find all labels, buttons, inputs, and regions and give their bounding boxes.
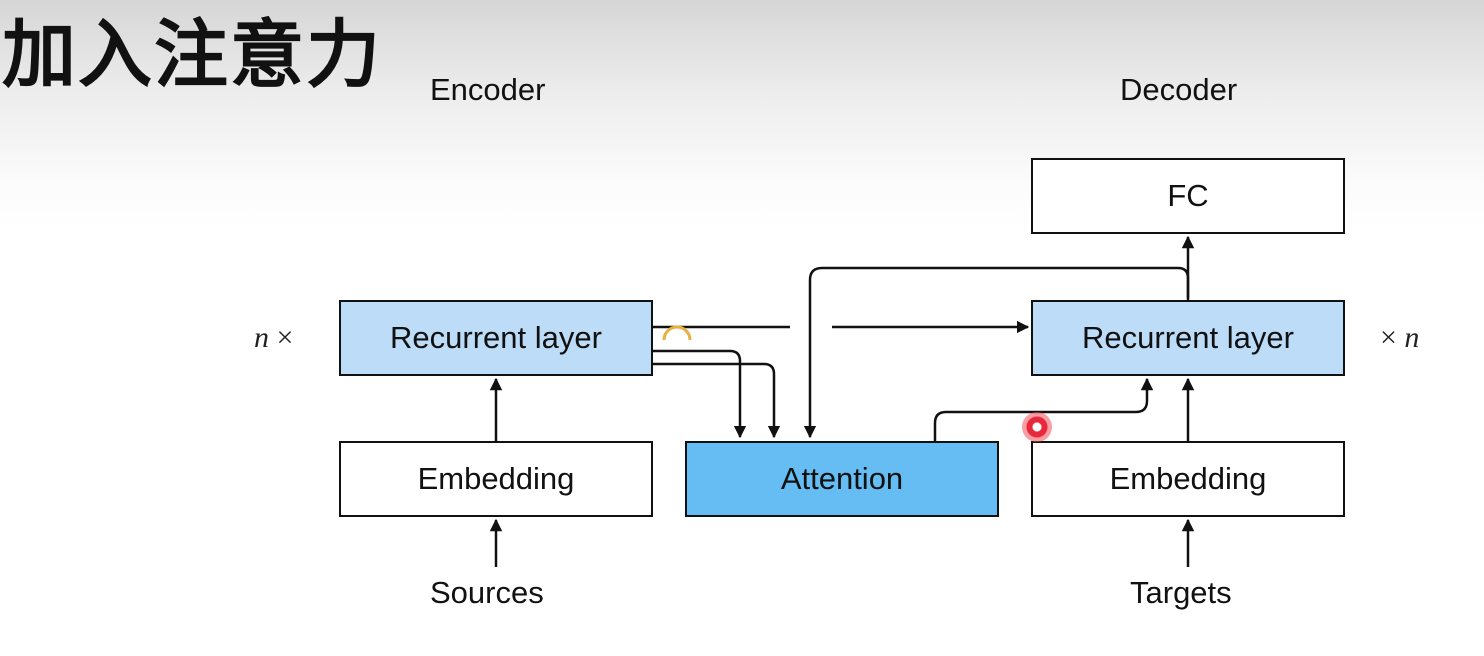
- loading-spinner-icon: [662, 325, 692, 341]
- encoder-repeat-var: n: [254, 321, 269, 354]
- encoder-recurrent-layer-label: Recurrent layer: [390, 320, 602, 355]
- decoder-repeat-sign: ×: [1380, 321, 1397, 354]
- decoder-recurrent-layer-label: Recurrent layer: [1082, 320, 1294, 355]
- arrow-encoder-to-attention-2: [653, 362, 781, 439]
- decoder-embedding-box: Embedding: [1031, 441, 1345, 517]
- targets-label: Targets: [1130, 575, 1232, 610]
- decoder-label: Decoder: [1120, 72, 1238, 107]
- encoder-label: Encoder: [430, 72, 546, 107]
- cursor-pointer-icon: [1022, 412, 1052, 442]
- decoder-embedding-label: Embedding: [1109, 461, 1267, 496]
- decoder-repeat-var: n: [1404, 321, 1420, 354]
- encoder-repeat-sign: ×: [276, 321, 294, 354]
- decoder-recurrent-layer-box: Recurrent layer: [1031, 300, 1345, 376]
- decoder-repeat-label: × n: [1380, 323, 1419, 353]
- attention-box: Attention: [685, 441, 999, 517]
- slide-title: 加入注意力: [2, 12, 382, 98]
- decoder-fc-label: FC: [1167, 178, 1209, 213]
- encoder-embedding-label: Embedding: [417, 461, 575, 496]
- encoder-repeat-label: n ×: [254, 323, 293, 353]
- encoder-embedding-box: Embedding: [339, 441, 653, 517]
- attention-label: Attention: [780, 461, 904, 496]
- sources-label: Sources: [430, 575, 544, 610]
- arrow-encoder-to-attention-1: [653, 349, 747, 439]
- encoder-recurrent-layer-box: Recurrent layer: [339, 300, 653, 376]
- decoder-fc-box: FC: [1031, 158, 1345, 234]
